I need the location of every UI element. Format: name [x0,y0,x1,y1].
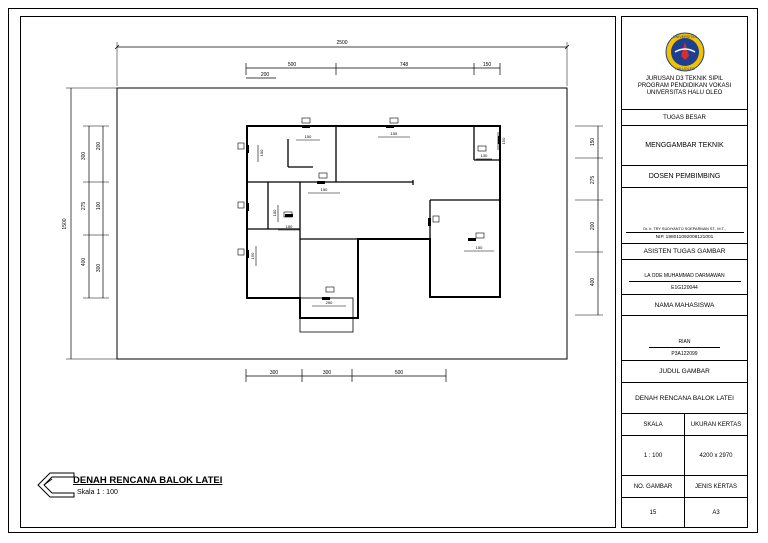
tb-subject: MENGGAMBAR TEKNIK [622,126,747,166]
title-block: UNIVERSITAS HALUOLEO JURUSAN D3 TEKNIK S… [621,16,748,528]
dim-top-segments: 500 748 150 200 [245,62,501,79]
svg-text:200: 200 [96,142,102,151]
dim-bottom-segments: 300 300 500 [245,369,447,382]
svg-text:300: 300 [270,370,279,376]
tb-university: UNIVERSITAS HALUOLEO JURUSAN D3 TEKNIK S… [622,17,747,110]
tb-assignment: TUGAS BESAR [622,110,747,126]
tb-drawing-no-labels: NO. GAMBAR JENIS KERTAS [622,476,747,498]
svg-text:275: 275 [81,202,87,211]
logo-bottom-text: HALUOLEO [675,67,695,71]
svg-text:130: 130 [481,153,488,158]
logo-top-text: UNIVERSITAS [673,35,697,39]
svg-text:150: 150 [483,62,492,68]
svg-text:150: 150 [590,138,596,147]
svg-text:200: 200 [261,72,270,78]
svg-text:250: 250 [326,300,333,305]
dim-top-total-text: 2500 [336,40,347,46]
svg-text:500: 500 [288,62,297,68]
svg-text:300: 300 [323,370,332,376]
svg-text:200: 200 [590,222,596,231]
title-arrow-icon [37,472,75,498]
svg-text:150: 150 [476,245,483,250]
svg-text:150: 150 [305,134,312,139]
drawing-title-block: DENAH RENCANA BALOK LATEI Skala 1 : 100 [36,471,222,504]
svg-text:100: 100 [96,202,102,211]
drawing-area-border [20,16,616,528]
tb-assistant-label: ASISTEN TUGAS GAMBAR [622,244,747,260]
tb-scale-paper-values: 1 : 100 4200 x 2970 [622,436,747,476]
tb-student-label: NAMA MAHASISWA [622,295,747,316]
svg-text:100: 100 [259,149,264,156]
tb-drawing-title-label: JUDUL GAMBAR [622,361,747,383]
building-walls [246,125,501,319]
svg-text:150: 150 [321,187,328,192]
svg-text:748: 748 [400,62,409,68]
svg-text:275: 275 [590,176,596,185]
drawing-scale-text: Skala 1 : 100 [77,489,118,496]
dim-top-total: 2500 [114,40,570,86]
tb-drawing-no-values: 15 A3 [622,498,747,527]
svg-text:300: 300 [96,264,102,273]
dim-left-total: 1500 [62,87,117,360]
site-boundary [116,87,568,360]
svg-text:150: 150 [250,252,255,259]
svg-text:150: 150 [501,137,506,144]
tb-assistant: LA ODE MUHAMMAD DARMAWAN E1G120044 [622,260,747,295]
svg-text:500: 500 [395,370,404,376]
dim-right-segments: 150 275 200 400 [575,125,603,316]
svg-text:1500: 1500 [62,218,68,229]
beam-dimensions: 150 155 150 150 130 150 250 150 100 100 … [250,131,506,307]
svg-text:155: 155 [391,131,398,136]
svg-text:400: 400 [81,258,87,267]
svg-text:400: 400 [590,278,596,287]
tb-drawing-title: DENAH RENCANA BALOK LATEI [622,383,747,414]
sheet-border-outer [8,8,758,533]
drawing-title-text: DENAH RENCANA BALOK LATEI [73,475,223,486]
svg-text:150: 150 [286,224,293,229]
tb-student: RIAN P3A122099 [622,316,747,361]
tb-supervisor: Dr. Ir. TRY SUDIYANTO SOEPARMAN ST., M.T… [622,188,747,244]
tb-supervisor-label: DOSEN PEMBIMBING [622,166,747,188]
svg-text:100: 100 [272,209,277,216]
tb-scale-paper-labels: SKALA UKURAN KERTAS [622,414,747,436]
university-logo: UNIVERSITAS HALUOLEO [665,32,704,71]
beam-tags [237,117,487,293]
beam-marks [246,125,501,300]
dim-left-segments: 300 275 400 200 100 300 [81,125,109,299]
svg-text:300: 300 [81,152,87,161]
